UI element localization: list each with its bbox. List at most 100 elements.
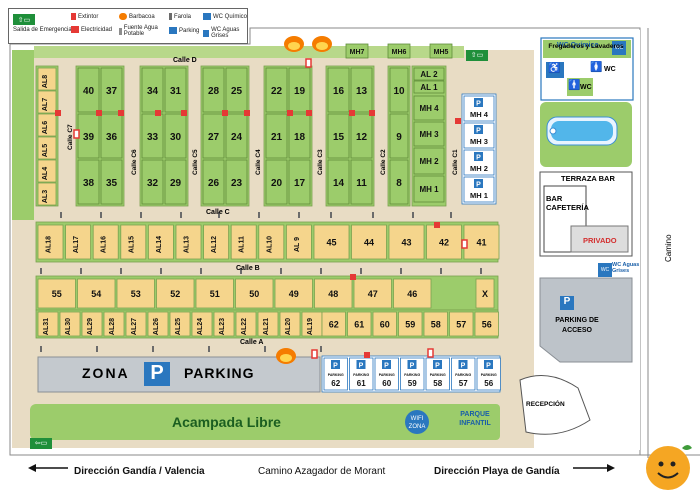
- plot-label: AL3: [42, 190, 49, 203]
- plot-18: [288, 113, 311, 159]
- electricity-icon: [71, 26, 79, 33]
- plot-al17: [65, 224, 91, 260]
- plot-label: AL 1: [420, 83, 438, 92]
- plot-label: 18: [294, 132, 306, 143]
- wc-label-1: WC: [604, 66, 616, 73]
- plot-label: 32: [147, 178, 159, 189]
- plot-22: [265, 67, 288, 113]
- street-calle-c3: Calle C3: [317, 149, 324, 175]
- plot-x: [475, 278, 495, 309]
- plot-label: 61: [354, 320, 364, 330]
- street-lamp-icon: [240, 268, 242, 274]
- extinguisher-icon: [427, 348, 434, 358]
- plot-label: 45: [326, 238, 336, 248]
- parking-icon: [474, 152, 483, 161]
- legend-label: Farola: [174, 13, 192, 20]
- orange-logo-icon: [646, 445, 692, 490]
- street-lamp-icon: [200, 268, 202, 274]
- plot-label: MH 2: [419, 157, 439, 166]
- street-lamp-icon: [440, 268, 442, 274]
- man-icon: 🚹: [568, 80, 581, 91]
- electricity-box-icon: [287, 110, 293, 116]
- electricity-box-icon: [369, 110, 375, 116]
- parking-p: P: [384, 363, 389, 370]
- plot-label: AL 9: [294, 237, 301, 252]
- arrow-right-icon: [573, 464, 615, 472]
- street-lamp-icon: [169, 13, 172, 20]
- plot-33: [141, 113, 164, 159]
- parking-small-label: PARKING: [404, 373, 420, 377]
- plot-40: [77, 67, 100, 113]
- plot-al20: [279, 311, 301, 337]
- plot-label: 36: [106, 132, 118, 143]
- plot-19: [288, 67, 311, 113]
- wc-quimico-title: WC Químico: [557, 42, 599, 49]
- pool-ladder: [549, 127, 557, 135]
- plot-al29: [81, 311, 103, 337]
- acampada-libre-area: [30, 404, 500, 440]
- plot-al25: [169, 311, 191, 337]
- legend-emergency-exit: ⇧▭ Salida de Emergencia: [13, 14, 72, 33]
- plot-al6: [37, 113, 57, 137]
- parking-small-label: PARKING: [379, 373, 395, 377]
- extinguisher-icon: [311, 349, 318, 359]
- plot-label: 11: [356, 178, 367, 189]
- legend-label: Electricidad: [81, 26, 113, 33]
- street-calle-c7: Calle C7: [67, 124, 74, 150]
- parking-small-label: PARKING: [481, 373, 497, 377]
- plot-24: [225, 113, 248, 159]
- plot-label: AL27: [131, 318, 138, 335]
- plot-label: 40: [83, 86, 95, 97]
- wifi-text: WIFI: [410, 416, 424, 422]
- wc-quimico-badge: WC: [612, 41, 626, 55]
- plot-al5: [37, 136, 57, 160]
- street-lamp-icon: [120, 268, 122, 274]
- wc-grises-icon: [203, 29, 210, 37]
- street-lamp-icon: [218, 212, 220, 218]
- plot-label: AL21: [263, 318, 270, 335]
- legend-fuente: Fuente Agua Potable: [119, 25, 163, 37]
- plot-9: [389, 113, 409, 159]
- parking-slot-60: [374, 357, 399, 391]
- plot-AL1: [413, 80, 445, 94]
- plot-label: MH 3: [419, 130, 439, 139]
- plot-label: MH 2: [470, 164, 488, 173]
- wc-aguas-grises-label: WC Aguas Grises: [612, 262, 640, 274]
- plot-label: 35: [106, 178, 118, 189]
- plot-label: 51: [210, 289, 220, 299]
- plot-58: [423, 311, 448, 337]
- legend-barbacoa: Barbacoa: [119, 13, 155, 20]
- plot-label: 33: [147, 132, 159, 143]
- water-fountain-icon: [119, 27, 122, 35]
- street-lamp-icon: [96, 346, 98, 352]
- plot-label: AL20: [285, 318, 292, 335]
- plot-57: [449, 311, 474, 337]
- parking-icon: [458, 360, 468, 369]
- plot-27: [202, 113, 225, 159]
- parking-p: P: [410, 363, 415, 370]
- legend-label: Parking: [179, 27, 200, 34]
- plot-62: [321, 311, 346, 337]
- street-calle-c4: Calle C4: [255, 149, 262, 175]
- extinguisher-icon: [461, 239, 468, 249]
- plot-label: 26: [208, 178, 220, 189]
- plot-al4: [37, 159, 57, 183]
- barbecue-flame-icon: [288, 42, 300, 50]
- parking-slot-62: [323, 357, 348, 391]
- plot-label: MH6: [392, 49, 407, 56]
- parking-p: P: [486, 363, 491, 370]
- plot-al22: [235, 311, 257, 337]
- plot-label: MH 4: [470, 110, 489, 119]
- plot-label: MH 3: [470, 137, 488, 146]
- plot-label: 59: [405, 320, 415, 330]
- plot-44: [351, 224, 387, 260]
- parking-icon: [474, 98, 483, 107]
- street-lamp-icon: [80, 268, 82, 274]
- electricity-box-icon: [96, 110, 102, 116]
- electricity-box-icon: [181, 110, 187, 116]
- plot-label: 16: [333, 86, 345, 97]
- accessible-wc-icon: [546, 62, 564, 78]
- plot-label: AL31: [43, 318, 50, 335]
